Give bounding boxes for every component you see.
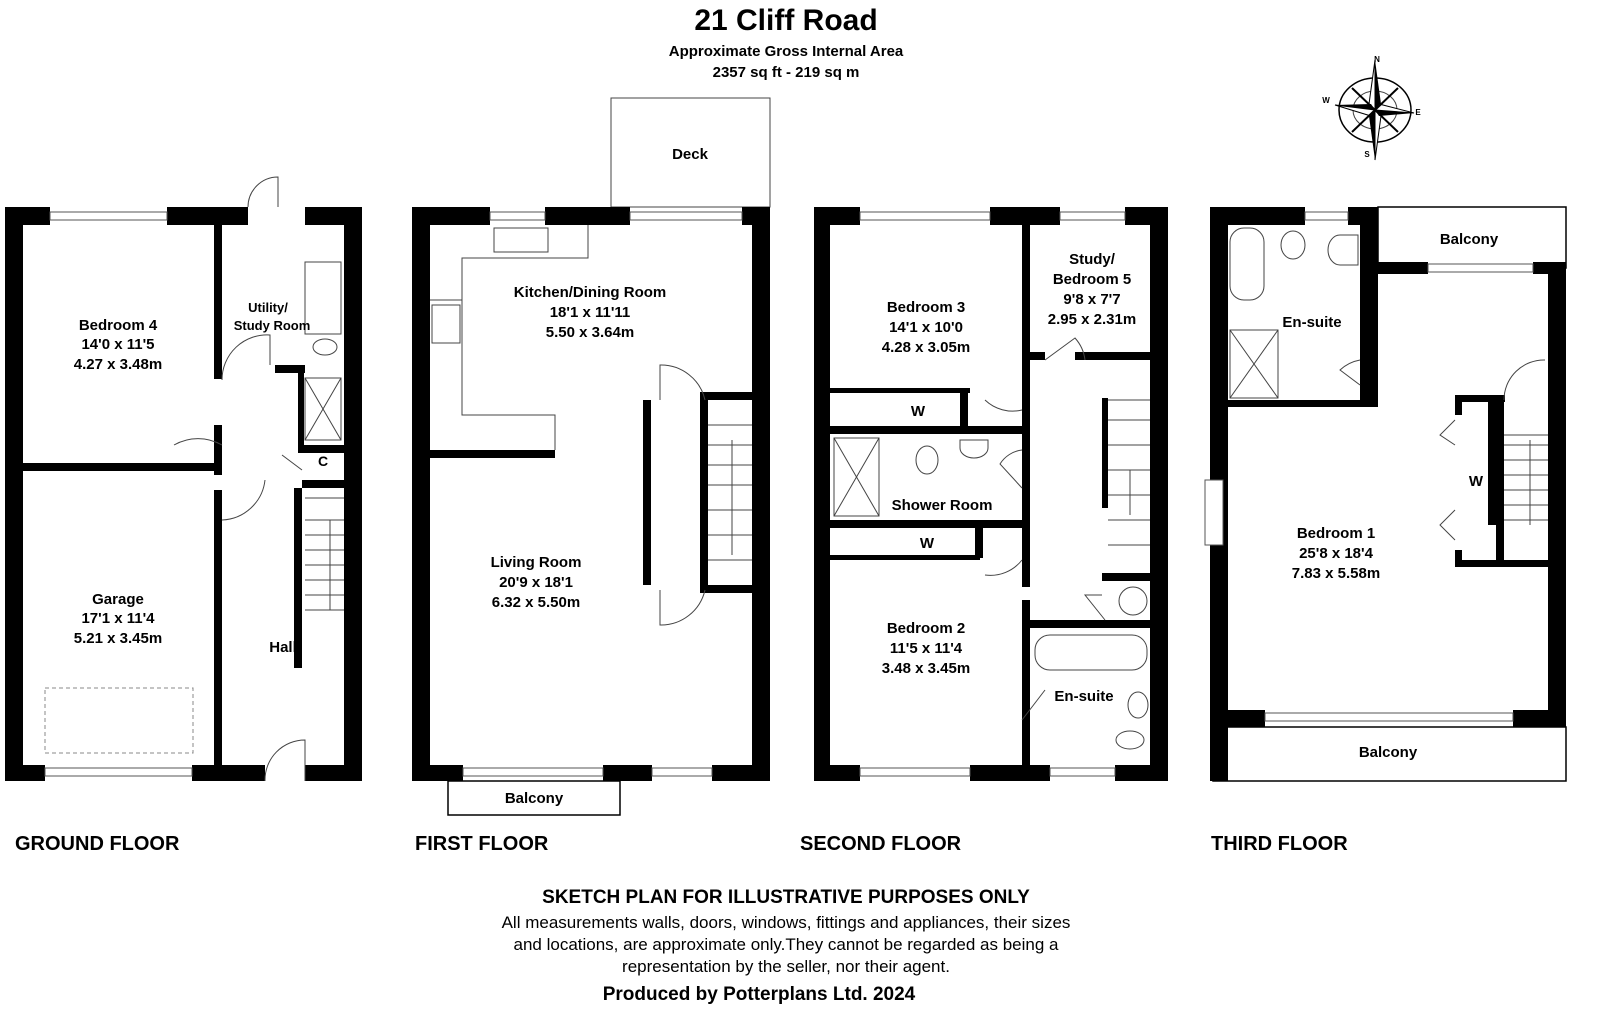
third-floor-plan: Balcony En-suite W Bedroom 1 25'8 x 18'4… [1204, 206, 1567, 855]
room-bedroom-2-name: Bedroom 2 [887, 620, 965, 637]
ground-floor-plan: Bedroom 4 14'0 x 11'5 4.27 x 3.48m Garag… [5, 176, 362, 855]
floor-label-second: SECOND FLOOR [800, 833, 962, 855]
room-bedroom-4-name: Bedroom 4 [79, 317, 158, 334]
room-garage-metric: 5.21 x 3.45m [74, 630, 162, 647]
room-study-imperial: 9'8 x 7'7 [1063, 291, 1120, 308]
area-balcony-third-top: Balcony [1440, 231, 1499, 248]
room-study-metric: 2.95 x 2.31m [1048, 311, 1136, 328]
compass-n: N [1374, 55, 1380, 64]
room-shower-room: Shower Room [892, 497, 993, 514]
plan-title: 21 Cliff Road [694, 4, 877, 37]
area-balcony-third-bottom: Balcony [1359, 744, 1418, 761]
compass-s: S [1364, 150, 1370, 159]
room-bedroom-1-metric: 7.83 x 5.58m [1292, 565, 1380, 582]
disclaimer-line-1: All measurements walls, doors, windows, … [502, 913, 1071, 932]
plan-area: 2357 sq ft - 219 sq m [713, 64, 860, 81]
compass-e: E [1415, 108, 1421, 117]
plan-subtitle: Approximate Gross Internal Area [669, 43, 904, 60]
room-kitchen-imperial: 18'1 x 11'11 [550, 304, 631, 321]
room-cupboard: C [318, 453, 328, 469]
room-bedroom-4-metric: 4.27 x 3.48m [74, 356, 162, 373]
compass-rose-icon: N E S W [1322, 55, 1421, 161]
disclaimer-title: SKETCH PLAN FOR ILLUSTRATIVE PURPOSES ON… [542, 887, 1030, 908]
room-hall: Hall [269, 639, 297, 656]
producer-credit: Produced by Potterplans Ltd. 2024 [603, 984, 916, 1005]
room-study-name-2: Bedroom 5 [1053, 271, 1131, 288]
disclaimer-line-2: and locations, are approximate only.They… [514, 935, 1060, 954]
disclaimer-line-3: representation by the seller, nor their … [622, 957, 950, 976]
room-kitchen-name: Kitchen/Dining Room [514, 284, 667, 301]
room-study-name-1: Study/ [1069, 251, 1116, 268]
room-bedroom-1-imperial: 25'8 x 18'4 [1299, 545, 1374, 562]
compass-w: W [1322, 96, 1330, 105]
floor-label-third: THIRD FLOOR [1211, 833, 1348, 855]
room-bedroom-3-imperial: 14'1 x 10'0 [889, 319, 963, 336]
room-bedroom-2-imperial: 11'5 x 11'4 [890, 640, 963, 657]
first-floor-plan: Deck Balcony Kitchen/Dining Room 18'1 x … [412, 97, 771, 855]
room-ensuite-third: En-suite [1282, 314, 1341, 331]
room-living-name: Living Room [491, 554, 582, 571]
room-garage-name: Garage [92, 591, 144, 608]
area-deck: Deck [672, 146, 709, 163]
room-garage-imperial: 17'1 x 11'4 [81, 610, 155, 627]
wardrobe-bedroom-1: W [1469, 473, 1484, 490]
room-bedroom-2-metric: 3.48 x 3.45m [882, 660, 970, 677]
floor-label-first: FIRST FLOOR [415, 833, 549, 855]
room-living-metric: 6.32 x 5.50m [492, 594, 580, 611]
room-utility-label-2: Study Room [234, 318, 311, 333]
room-ensuite-second: En-suite [1054, 688, 1113, 705]
area-balcony-first: Balcony [505, 790, 564, 807]
floor-label-ground: GROUND FLOOR [15, 833, 180, 855]
room-utility-label-1: Utility/ [248, 300, 288, 315]
wardrobe-bedroom-3: W [911, 403, 926, 420]
second-floor-plan: Bedroom 3 14'1 x 10'0 4.28 x 3.05m Study… [800, 207, 1168, 855]
room-bedroom-4-imperial: 14'0 x 11'5 [81, 336, 154, 353]
room-bedroom-3-metric: 4.28 x 3.05m [882, 339, 970, 356]
room-kitchen-metric: 5.50 x 3.64m [546, 324, 634, 341]
room-bedroom-1-name: Bedroom 1 [1297, 525, 1375, 542]
wardrobe-bedroom-2: W [920, 535, 935, 552]
room-living-imperial: 20'9 x 18'1 [499, 574, 573, 591]
room-bedroom-3-name: Bedroom 3 [887, 299, 965, 316]
